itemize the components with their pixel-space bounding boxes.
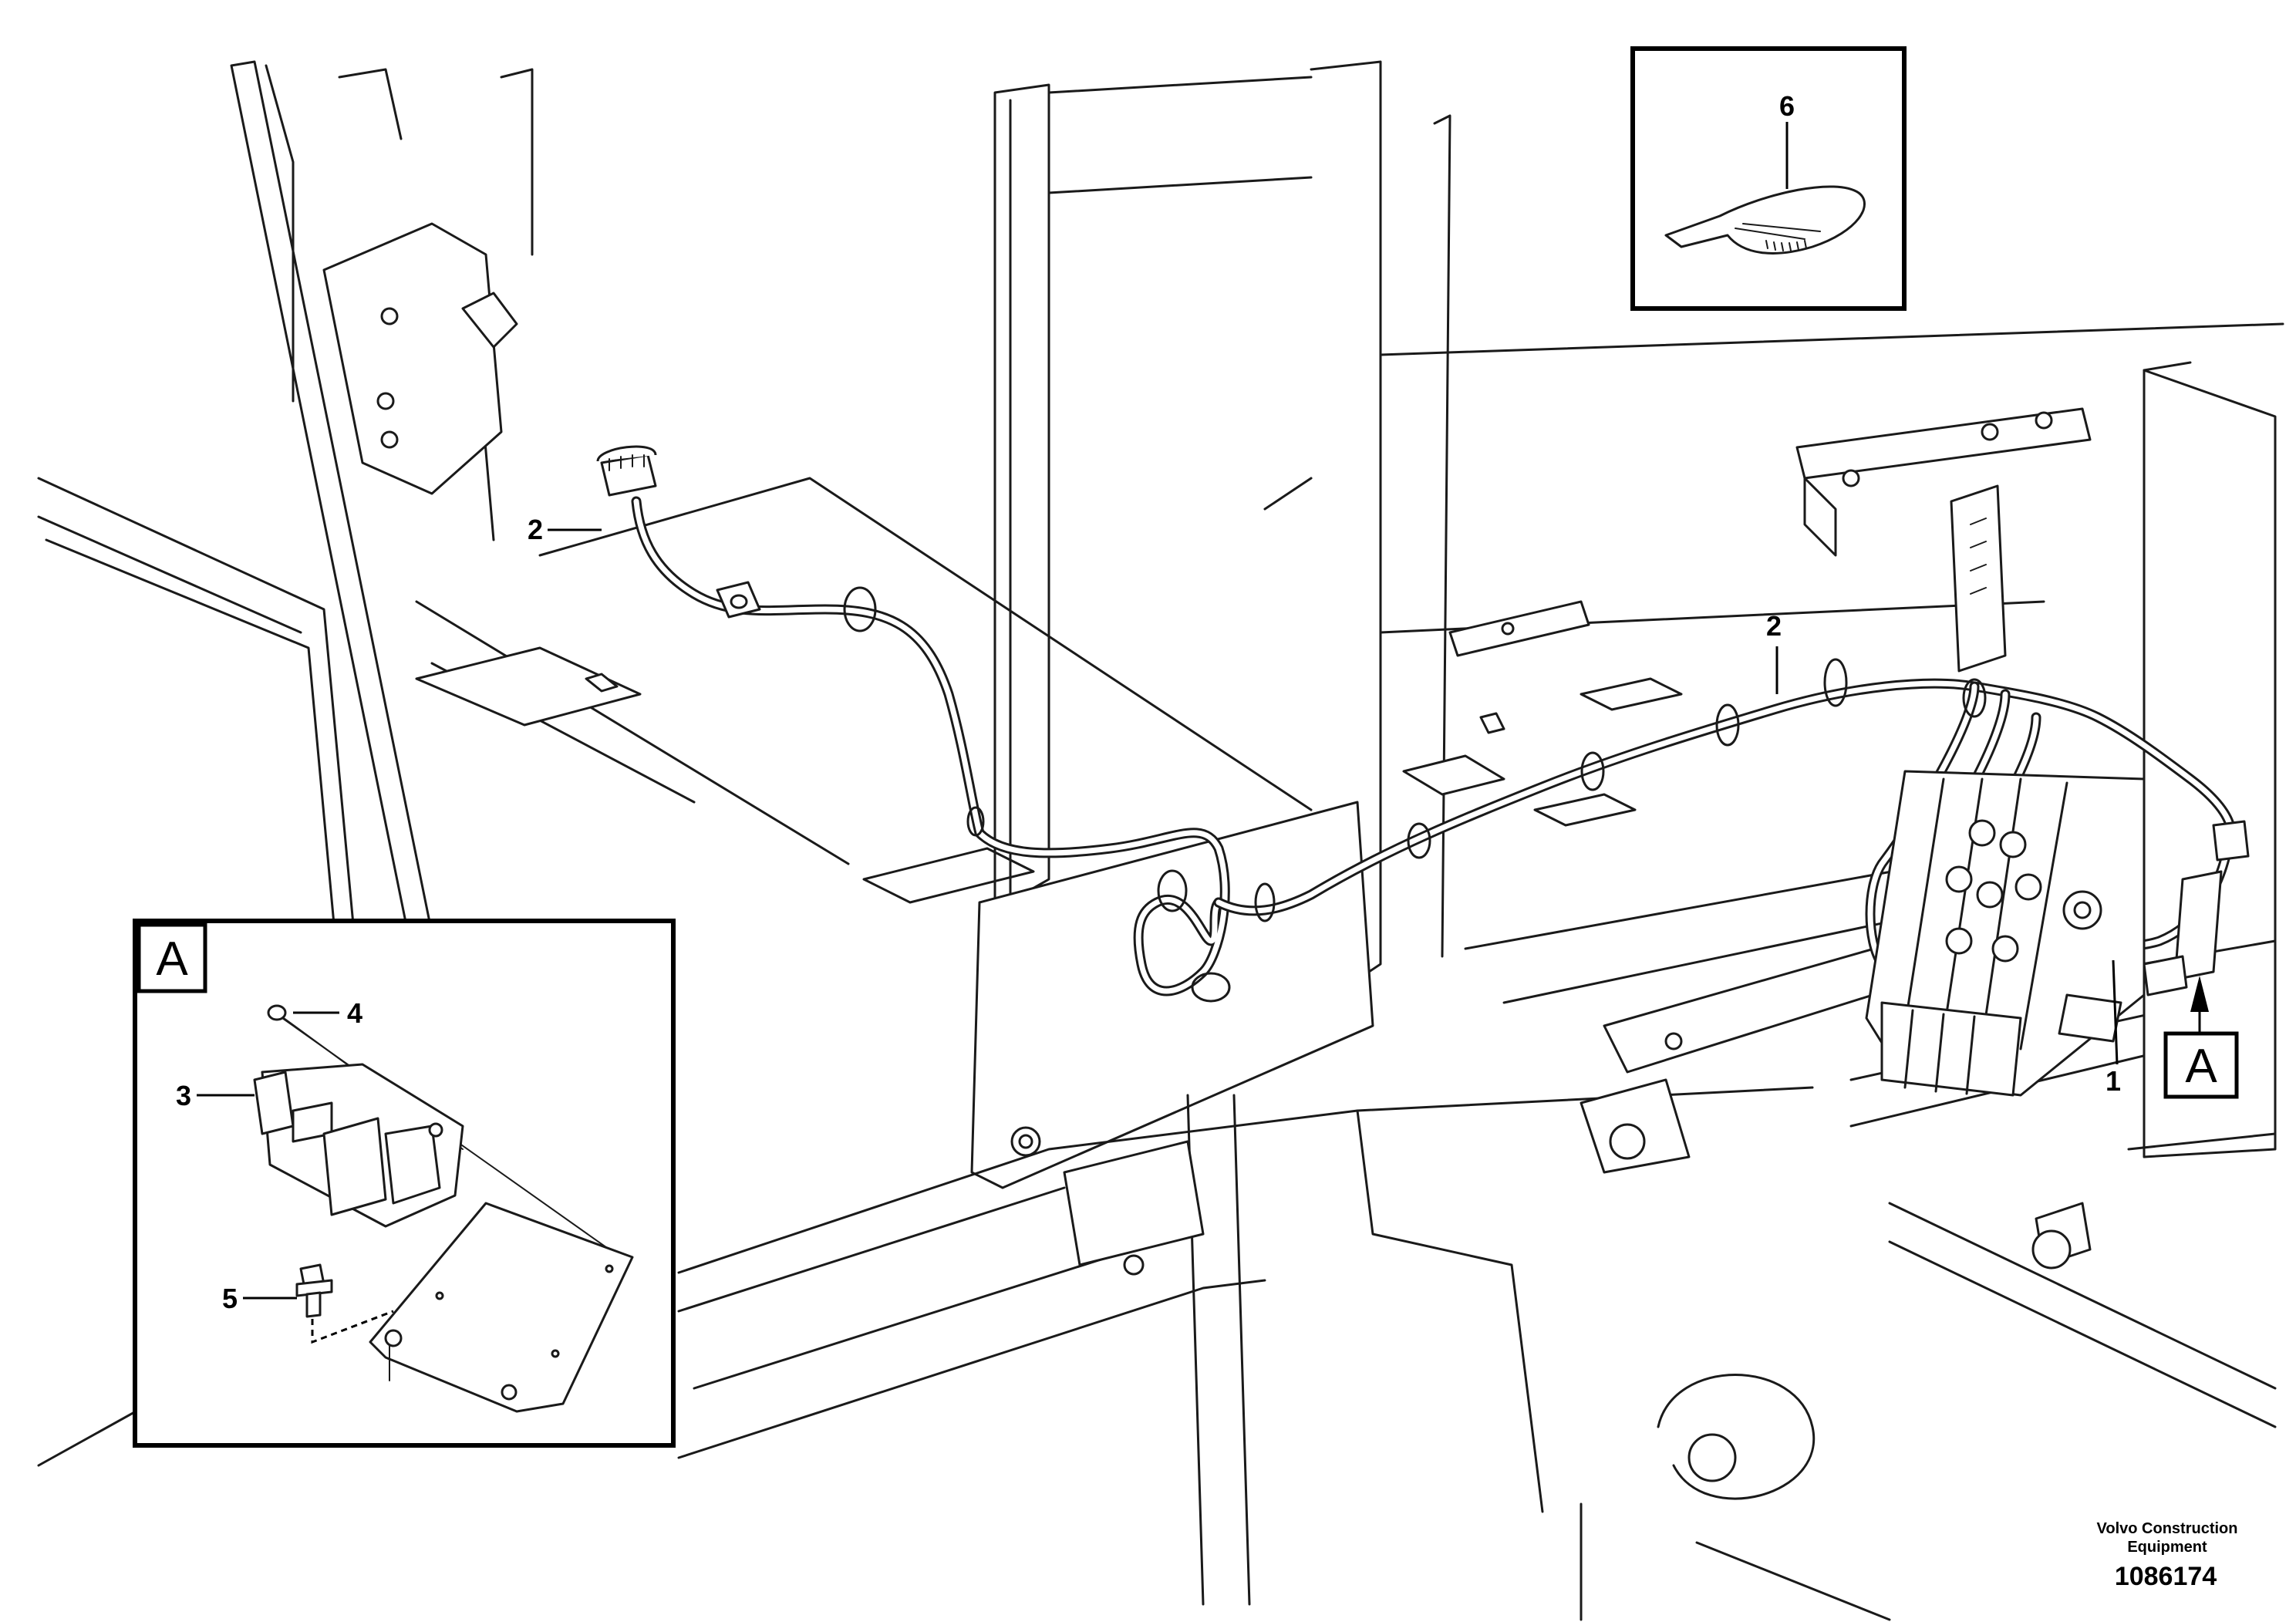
mounting-plate-icon: [369, 1202, 634, 1413]
callout-3: 3: [176, 1080, 191, 1111]
callout-5: 5: [222, 1283, 238, 1314]
callout-1: 1: [2106, 1065, 2121, 1097]
detail-a-tag-box: [137, 922, 207, 993]
callout-4: 4: [347, 997, 362, 1029]
screw-icon: [267, 1004, 287, 1021]
drawing-footer: Volvo Construction Equipment 1086174: [2097, 1520, 2238, 1591]
callout-2-right: 2: [1766, 610, 1782, 642]
view-a-tag-box: [2163, 1031, 2239, 1099]
cable-tie-detail: 6: [1630, 46, 1907, 311]
main-callouts: 2 2 1 A: [528, 514, 2239, 1099]
cable-tie-detail-frame: [1630, 46, 1907, 311]
detail-a-tag-label: A: [156, 932, 188, 986]
company-name-line1: Volvo Construction: [2097, 1520, 2238, 1537]
control-unit-icon: [253, 1063, 464, 1228]
flange-screw-icon: [295, 1263, 333, 1318]
company-name-line2: Equipment: [2127, 1539, 2207, 1556]
view-a-tag-label: A: [2185, 1040, 2217, 1093]
drawing-number: 1086174: [2115, 1562, 2217, 1591]
cable-tie-icon: [1664, 185, 1866, 255]
control-valve-block: [1865, 770, 2146, 1097]
callout-2-upper: 2: [528, 514, 543, 545]
detail-a-inset: A 4 3 5: [133, 919, 676, 1448]
callout-6: 6: [1779, 90, 1795, 122]
view-arrow-icon: [2190, 976, 2209, 1012]
